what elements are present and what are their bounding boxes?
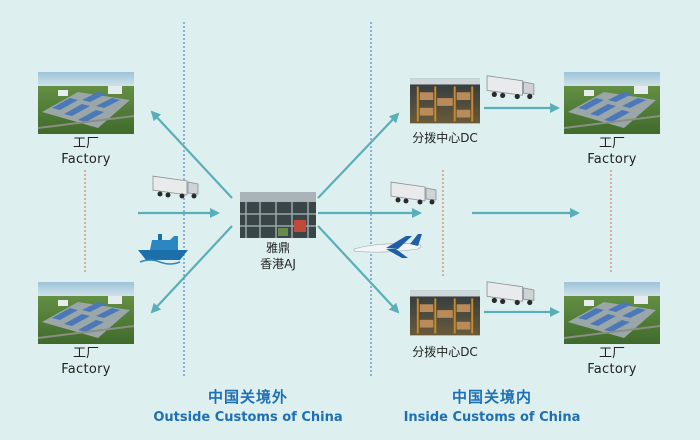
arrow-hub-to-dc-bottom xyxy=(317,225,400,314)
factory-cn-label: 工厂 xyxy=(598,136,625,151)
factory-en-label: Factory xyxy=(587,362,637,377)
dc-bottom-label: 分拨中心DC xyxy=(412,345,478,359)
hub-label-line2: 香港AJ xyxy=(260,257,296,271)
factory-cn-label: 工厂 xyxy=(72,346,99,361)
airplane-icon xyxy=(353,234,422,258)
truck-icon xyxy=(390,181,437,206)
factory-icon xyxy=(564,282,660,344)
hub-label-line1: 雅鼎 xyxy=(265,241,290,255)
factory-bottom-left-label: 工厂 Factory xyxy=(38,346,134,378)
factory-en-label: Factory xyxy=(587,152,637,167)
factory-top-right-label: 工厂 Factory xyxy=(564,136,660,168)
truck-icon xyxy=(486,75,535,100)
warehouse-icon xyxy=(410,290,480,336)
arrow-hub-to-factory-top-left xyxy=(150,110,233,199)
factory-cn-label: 工厂 xyxy=(598,346,625,361)
dc-top-label: 分拨中心DC xyxy=(412,131,478,145)
factory-top-left-label: 工厂 Factory xyxy=(38,136,134,168)
zone-outside-en: Outside Customs of China xyxy=(153,410,343,425)
factory-en-label: Factory xyxy=(61,152,111,167)
warehouse-icon xyxy=(410,78,480,124)
factory-icon xyxy=(564,72,660,134)
truck-icon xyxy=(486,281,535,306)
truck-icon xyxy=(152,175,199,200)
arrow-hub-to-factory-bottom-left xyxy=(150,225,233,314)
factory-bottom-right-label: 工厂 Factory xyxy=(564,346,660,378)
hub-label: 雅鼎 香港AJ xyxy=(238,240,318,272)
zone-outside-customs: 中国关境外 Outside Customs of China xyxy=(148,386,348,425)
zone-outside-cn: 中国关境外 xyxy=(207,388,288,406)
arrow-hub-to-dc-top xyxy=(317,112,400,199)
zone-inside-en: Inside Customs of China xyxy=(403,410,581,425)
factory-icon xyxy=(38,282,134,344)
zone-inside-cn: 中国关境内 xyxy=(451,388,532,406)
warehouse-icon xyxy=(240,192,316,238)
ship-icon xyxy=(138,234,188,265)
factory-cn-label: 工厂 xyxy=(72,136,99,151)
factory-en-label: Factory xyxy=(61,362,111,377)
factory-icon xyxy=(38,72,134,134)
zone-inside-customs: 中国关境内 Inside Customs of China xyxy=(394,386,590,425)
